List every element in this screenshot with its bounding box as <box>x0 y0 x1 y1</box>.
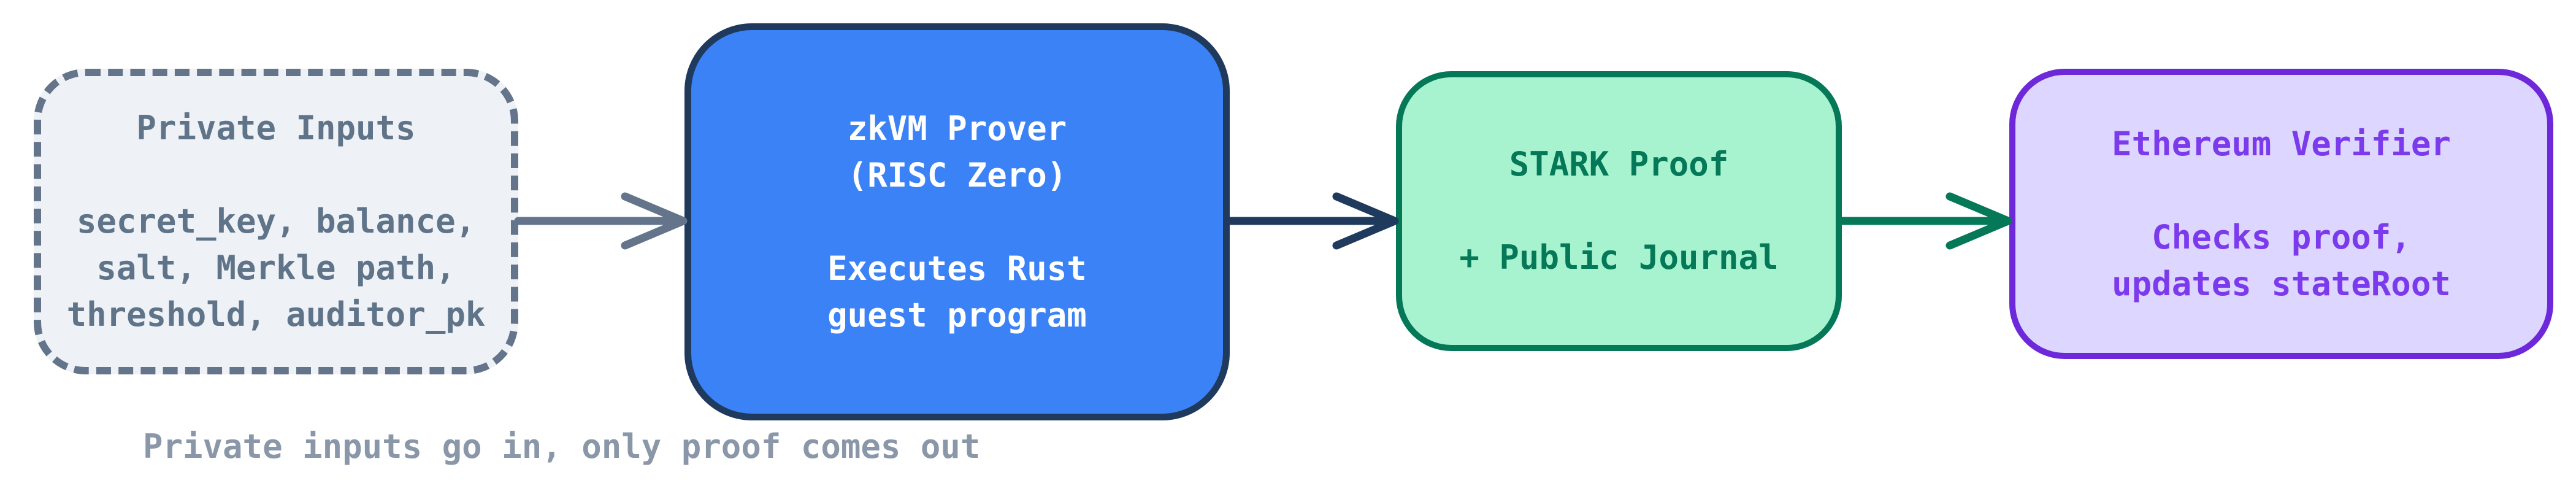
node-line: Checks proof, <box>2152 217 2411 257</box>
arrow-right-icon <box>1838 192 2012 250</box>
ethereum-verifier-node: Ethereum Verifier Checks proof, updates … <box>2009 69 2553 359</box>
diagram-caption: Private inputs go in, only proof comes o… <box>143 427 981 466</box>
node-line: threshold, auditor_pk <box>66 295 486 334</box>
zkvm-prover-node: zkVM Prover (RISC Zero) Executes Rust gu… <box>684 23 1230 420</box>
node-line <box>2281 168 2282 214</box>
node-title: zkVM Prover <box>847 109 1067 148</box>
node-line: salt, Merkle path, <box>96 249 456 287</box>
private-inputs-node: Private Inputs secret_key, balance, salt… <box>34 69 518 374</box>
node-line <box>276 152 277 198</box>
node-line: + Public Journal <box>1459 238 1779 277</box>
node-title: STARK Proof <box>1509 145 1729 184</box>
node-title: Ethereum Verifier <box>2112 124 2451 163</box>
node-title: (RISC Zero) <box>847 155 1067 195</box>
node-line: Executes Rust <box>827 249 1087 288</box>
node-line: updates stateRoot <box>2112 264 2451 303</box>
arrow-right-icon <box>1225 192 1399 250</box>
stark-proof-node: STARK Proof + Public Journal <box>1396 71 1842 351</box>
node-title: Private Inputs <box>136 109 416 147</box>
arrow-right-icon <box>514 192 688 250</box>
node-line: secret_key, balance, <box>76 202 476 241</box>
node-line: guest program <box>827 295 1087 334</box>
